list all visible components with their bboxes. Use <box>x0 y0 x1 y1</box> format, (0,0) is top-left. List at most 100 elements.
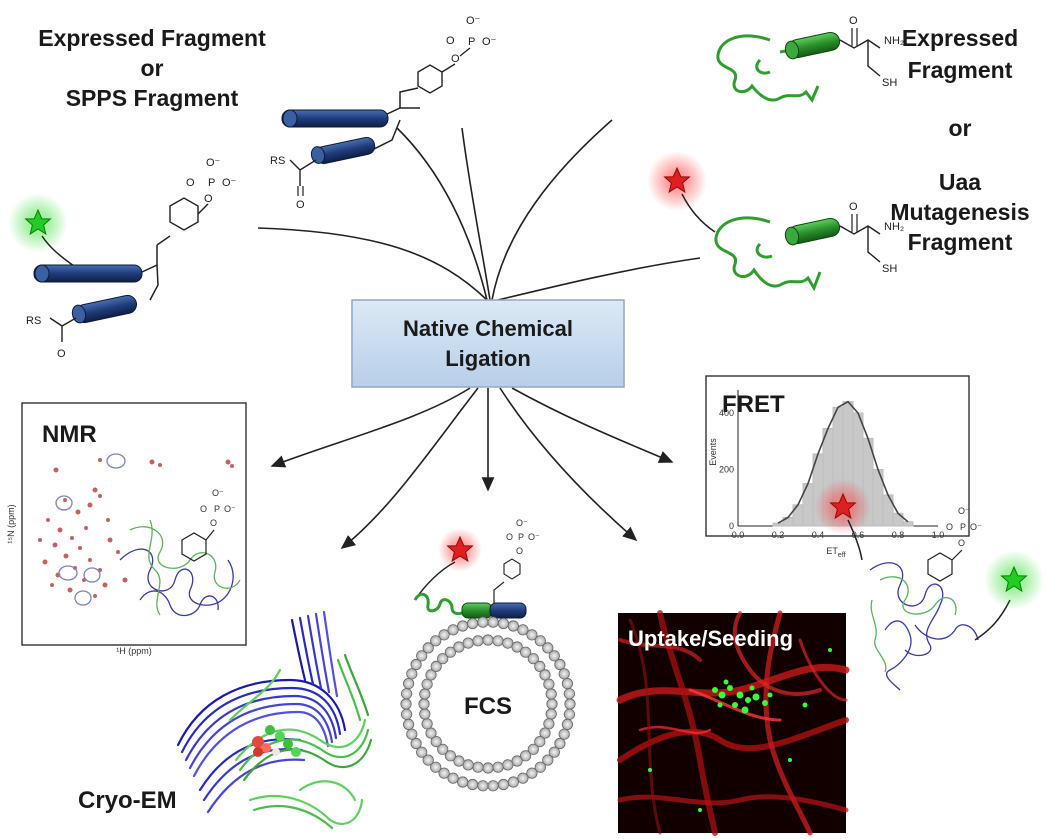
lipid-headgroup <box>497 617 509 630</box>
chem-o-minus: O⁻ <box>466 15 481 27</box>
lipid-headgroup <box>419 708 431 720</box>
lipid-headgroup <box>419 688 431 700</box>
lipid-headgroup <box>472 635 484 647</box>
lipid-headgroup <box>421 678 433 690</box>
chem-rs: RS <box>270 155 285 167</box>
lipid-headgroup <box>526 767 538 779</box>
lipid-headgroup <box>482 634 494 646</box>
top-right-uaa-1: Uaa <box>939 169 981 195</box>
nmr-ylabel: ¹⁵N (ppm) <box>6 504 16 543</box>
chem-o-minus: O⁻ <box>206 157 221 169</box>
lipid-headgroup <box>430 660 442 673</box>
nmr-structure <box>119 519 241 617</box>
lipid-headgroup <box>438 629 450 641</box>
lipid-headgroup <box>466 778 479 791</box>
lipid-headgroup <box>472 761 484 773</box>
lipid-headgroup <box>511 641 523 653</box>
top-right-or: or <box>949 115 972 141</box>
chem-o: O <box>204 193 213 205</box>
lipid-headgroup <box>563 708 576 720</box>
chem-o: O <box>57 348 66 360</box>
lipid-headgroup <box>477 616 489 628</box>
connector-curves <box>257 119 701 301</box>
chem-o: O <box>849 15 858 27</box>
chem-o: O <box>958 538 965 548</box>
lipid-headgroup <box>554 737 566 750</box>
output-arrows <box>270 387 674 549</box>
fret-xtick: 0.6 <box>852 530 865 540</box>
chem-o: O <box>200 504 207 514</box>
lipid-headgroup <box>548 746 560 758</box>
chem-o: O <box>451 53 460 65</box>
lipid-headgroup <box>519 646 532 658</box>
lipid-headgroup <box>437 653 449 665</box>
cryo-em-label: Cryo-EM <box>78 787 177 814</box>
nmr-title: NMR <box>42 421 97 448</box>
lipid-headgroup <box>545 688 557 700</box>
lipid-headgroup <box>430 735 442 748</box>
chem-p: P <box>208 177 215 189</box>
chem-o-minus: O⁻ <box>958 506 970 516</box>
lipid-headgroup <box>457 620 469 632</box>
lipid-headgroup <box>534 735 546 748</box>
fret-xtick: 1.0 <box>932 530 945 540</box>
lipid-headgroup <box>447 624 459 636</box>
lipid-headgroup <box>542 754 554 766</box>
lipid-headgroup <box>543 678 555 690</box>
lipid-headgroup <box>511 755 523 767</box>
fragment-uaa: O NH₂ SH <box>647 151 904 292</box>
top-left-label-1: Expressed Fragment <box>38 25 266 51</box>
chem-o-minus: O⁻ <box>212 488 224 498</box>
ncl-box <box>351 299 625 388</box>
vesicle-bilayer <box>400 616 576 792</box>
fret-xtick: 0.0 <box>732 530 745 540</box>
lipid-headgroup <box>492 761 504 773</box>
lipid-headgroup <box>437 743 449 755</box>
lipid-headgroup <box>430 761 442 773</box>
fret-bar <box>902 521 914 527</box>
lipid-headgroup <box>534 660 546 673</box>
fragment-top-center: RS O O P O O⁻ O⁻ <box>270 15 497 211</box>
fragment-left: RS O O P O O⁻ O⁻ <box>8 157 237 360</box>
nmr-peaks <box>38 458 234 598</box>
lipid-headgroup <box>438 767 450 779</box>
lipid-headgroup <box>453 641 465 653</box>
chem-o: O <box>506 532 513 542</box>
nmr-xlabel: ¹H (ppm) <box>116 646 152 656</box>
chem-o-minus: O⁻ <box>528 532 540 542</box>
lipid-headgroup <box>400 698 412 710</box>
lipid-headgroup <box>507 776 519 788</box>
lipid-headgroup <box>402 718 415 731</box>
lipid-headgroup <box>466 617 479 630</box>
fcs-label: FCS <box>464 693 512 720</box>
top-right-label-1: Expressed <box>902 25 1018 51</box>
lipid-headgroup <box>526 629 538 641</box>
ncl-line2: Ligation <box>445 346 531 371</box>
lipid-headgroup <box>453 755 465 767</box>
lipid-headgroup <box>507 620 519 632</box>
lipid-headgroup <box>561 677 574 690</box>
lipid-headgroup <box>444 750 456 762</box>
fret-ytick: 200 <box>719 464 734 474</box>
chem-p: P <box>518 532 524 542</box>
top-right-uaa-3: Fragment <box>908 229 1013 255</box>
lipid-headgroup <box>410 658 422 671</box>
lipid-headgroup <box>418 698 430 710</box>
chem-o-minus: O⁻ <box>222 177 237 189</box>
lipid-headgroup <box>487 780 499 792</box>
chem-o: O <box>516 546 523 556</box>
lipid-headgroup <box>539 727 551 739</box>
lipid-headgroup <box>406 668 418 680</box>
lipid-headgroup <box>402 677 415 690</box>
chem-p: P <box>214 504 220 514</box>
lipid-headgroup <box>519 750 532 762</box>
chem-o-minus: O⁻ <box>970 522 982 532</box>
lipid-headgroup <box>558 728 570 740</box>
lipid-headgroup <box>462 759 474 771</box>
lipid-headgroup <box>400 688 413 700</box>
fret-construct: O P O O⁻ O⁻ <box>815 479 1044 691</box>
chem-o: O <box>296 199 305 211</box>
fret-xtick: 0.8 <box>892 530 905 540</box>
